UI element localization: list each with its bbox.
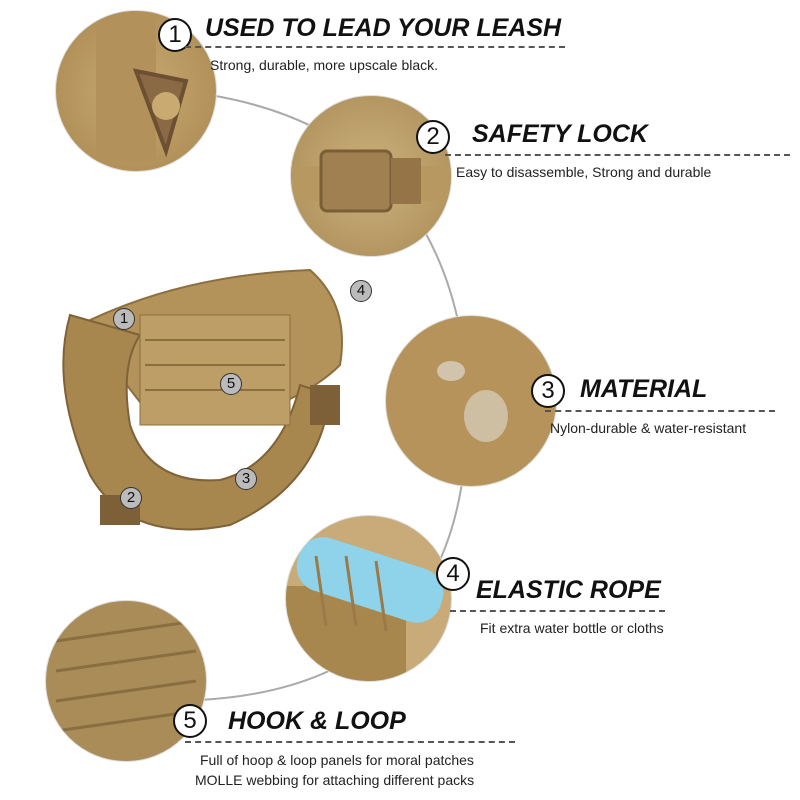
divider xyxy=(545,410,775,412)
hook-loop-photo xyxy=(45,600,207,762)
feature-desc-2: Easy to disassemble, Strong and durable xyxy=(456,164,712,180)
feature-title-5: HOOK & LOOP xyxy=(228,707,406,735)
harness-marker-4: 4 xyxy=(350,280,372,302)
feature-desc-1: Strong, durable, more upscale black. xyxy=(210,57,439,73)
harness-marker-3: 3 xyxy=(235,468,257,490)
leash-ring-photo xyxy=(55,10,217,172)
feature-title-2: SAFETY LOCK xyxy=(472,120,648,148)
harness-marker-2: 2 xyxy=(120,487,142,509)
feature-number-3: 3 xyxy=(531,374,565,408)
feature-desc-3: Nylon-durable & water-resistant xyxy=(550,420,747,436)
feature-title-1: USED TO LEAD YOUR LEASH xyxy=(205,14,562,42)
elastic-rope-photo xyxy=(285,515,452,682)
material-photo xyxy=(385,315,557,487)
feature-number-4: 4 xyxy=(436,557,470,591)
divider xyxy=(185,741,515,743)
divider xyxy=(185,46,565,48)
safety-lock-photo xyxy=(290,95,452,257)
feature-number-2: 2 xyxy=(416,120,450,154)
feature-desc-4: Fit extra water bottle or cloths xyxy=(480,620,664,636)
feature-number-5: 5 xyxy=(173,704,207,738)
feature-title-4: ELASTIC ROPE xyxy=(476,576,661,604)
divider xyxy=(450,610,665,612)
feature-desc-5-line-2: MOLLE webbing for attaching different pa… xyxy=(195,772,475,788)
harness-marker-5: 5 xyxy=(220,373,242,395)
harness-marker-1: 1 xyxy=(113,308,135,330)
dog-harness-image xyxy=(62,268,343,531)
feature-desc-5-line-1: Full of hoop & loop panels for moral pat… xyxy=(200,752,474,768)
divider xyxy=(445,154,790,156)
feature-title-3: MATERIAL xyxy=(580,375,708,403)
